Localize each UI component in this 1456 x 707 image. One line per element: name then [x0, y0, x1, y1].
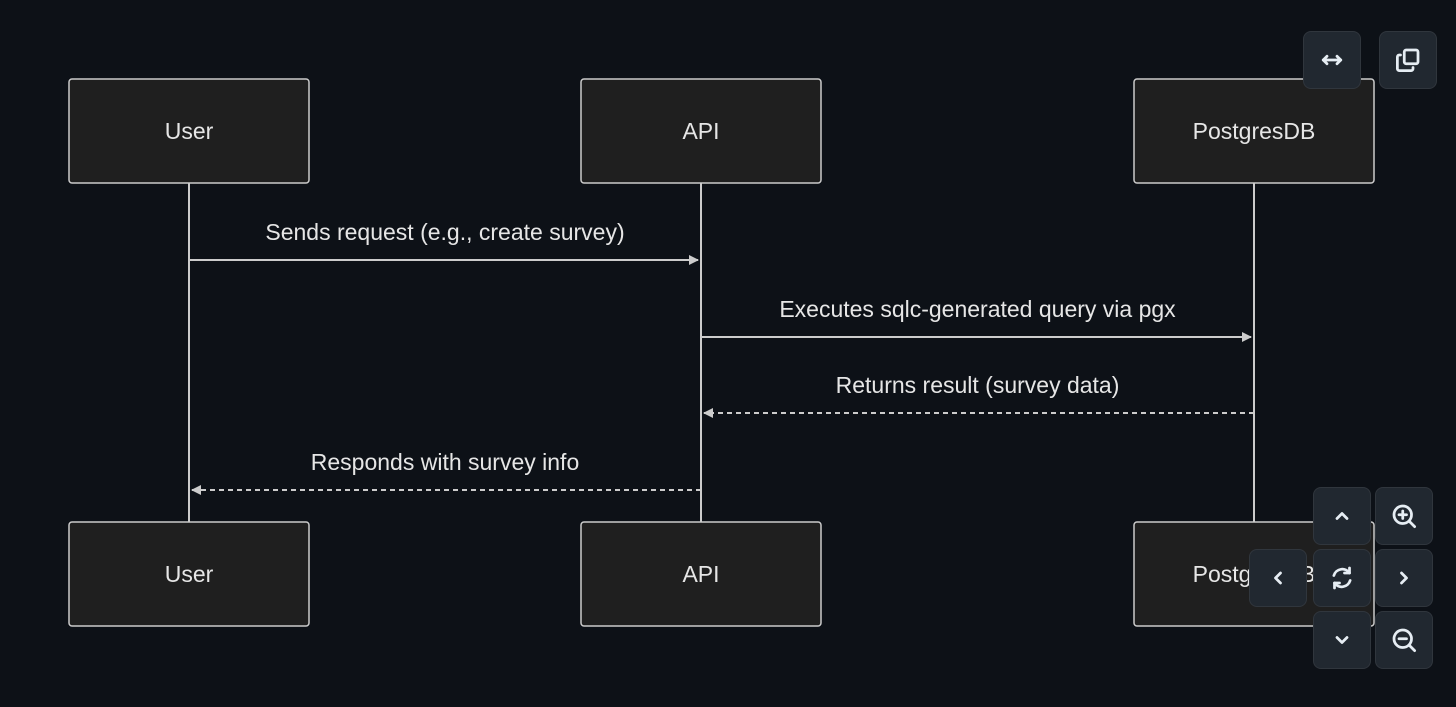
pan-down-button[interactable] [1313, 611, 1371, 669]
chevron-down-icon [1335, 636, 1349, 644]
participant-db-top: PostgresDB [1133, 78, 1375, 184]
zoom-out-icon [1392, 628, 1416, 652]
message-label: Responds with survey info [311, 449, 579, 475]
pan-left-button[interactable] [1249, 549, 1307, 607]
message-label: Sends request (e.g., create survey) [265, 219, 624, 245]
message-2: Executes sqlc-generated query via pgx [701, 296, 1252, 342]
pan-up-button[interactable] [1313, 487, 1371, 545]
zoom-out-button[interactable] [1375, 611, 1433, 669]
participant-user-bottom: User [68, 521, 310, 627]
participant-api-bottom: API [580, 521, 822, 627]
expand-width-button[interactable] [1303, 31, 1361, 89]
zoom-in-icon [1392, 504, 1416, 528]
message-label: Returns result (survey data) [836, 372, 1120, 398]
participant-user-top: User [68, 78, 310, 184]
chevron-left-icon [1274, 571, 1282, 585]
participant-api-top: API [580, 78, 822, 184]
message-1: Sends request (e.g., create survey) [189, 219, 699, 265]
chevron-right-icon [1400, 571, 1408, 585]
participant-label: API [682, 118, 719, 144]
message-4: Responds with survey info [191, 449, 701, 495]
refresh-icon [1332, 566, 1352, 590]
copy-button[interactable] [1379, 31, 1437, 89]
pan-right-button[interactable] [1375, 549, 1433, 607]
chevron-up-icon [1335, 512, 1349, 520]
arrows-horizontal-icon [1321, 54, 1343, 66]
zoom-in-button[interactable] [1375, 487, 1433, 545]
message-label: Executes sqlc-generated query via pgx [779, 296, 1176, 322]
participant-label: User [165, 118, 214, 144]
participant-label: PostgresDB [1193, 118, 1316, 144]
participant-label: API [682, 561, 719, 587]
copy-icon [1396, 48, 1420, 72]
participant-label: User [165, 561, 214, 587]
reset-view-button[interactable] [1313, 549, 1371, 607]
message-3: Returns result (survey data) [703, 372, 1254, 418]
